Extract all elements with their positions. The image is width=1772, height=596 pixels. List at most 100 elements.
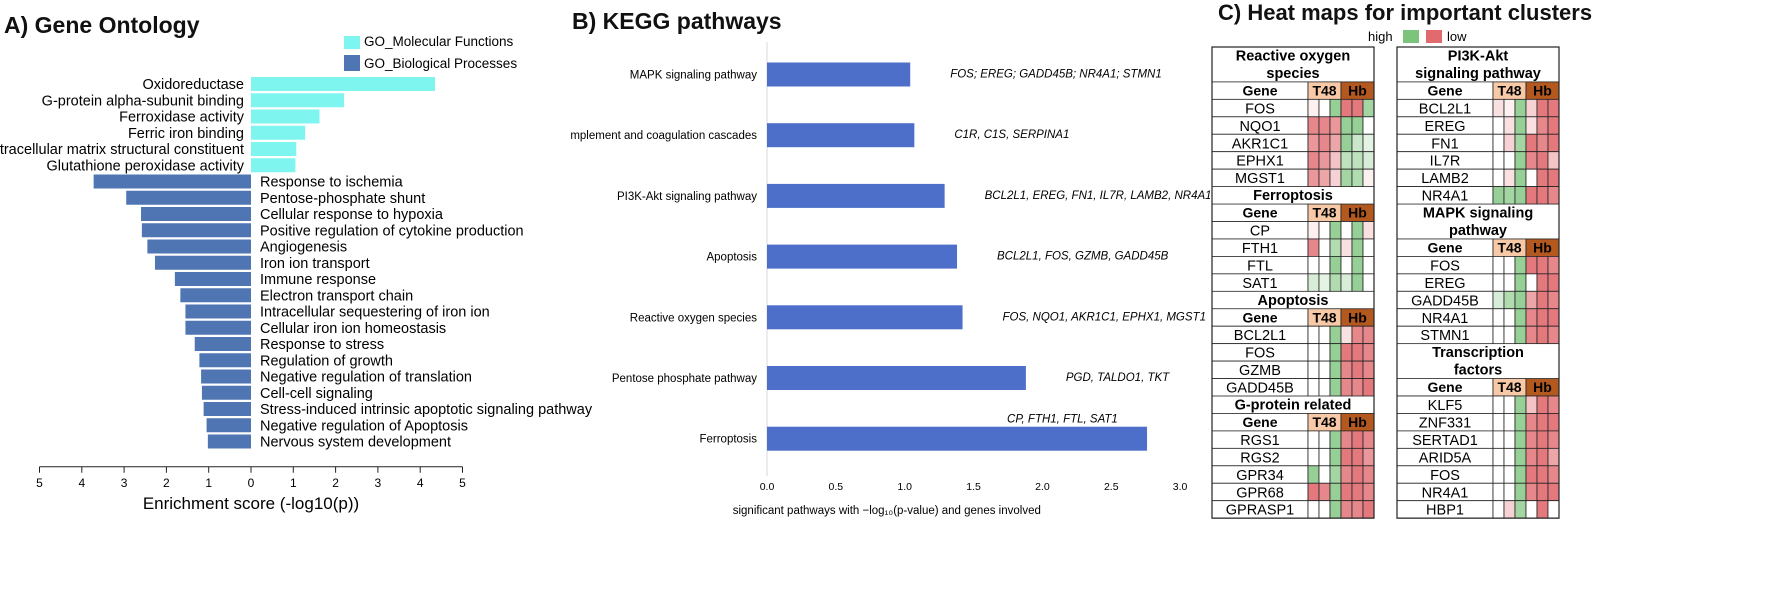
- heat-cell: [1351, 360, 1364, 379]
- header-gene: Gene: [1242, 205, 1277, 221]
- heat-cell: [1514, 116, 1527, 135]
- category-label: Cellular iron ion homeostasis: [260, 321, 446, 337]
- heat-cell: [1318, 325, 1331, 345]
- heat-cell: [1547, 98, 1560, 118]
- heat-cell: [1514, 430, 1527, 449]
- gene-label: FOS: [1430, 258, 1460, 274]
- heat-cell: [1362, 360, 1375, 379]
- heat-cell: [1514, 413, 1527, 432]
- bar-biological-process: [207, 434, 251, 449]
- heat-cell: [1362, 151, 1375, 170]
- heat-cell: [1307, 378, 1320, 397]
- heat-cell: [1318, 482, 1331, 502]
- heat-cell: [1525, 308, 1538, 327]
- header-hb: Hb: [1533, 82, 1552, 98]
- heat-cell: [1514, 255, 1527, 275]
- bar-biological-process: [180, 288, 251, 303]
- heat-cell: [1547, 116, 1560, 135]
- heat-cell: [1503, 168, 1516, 187]
- gene-label: GADD45B: [1411, 293, 1479, 309]
- bar-biological-process: [199, 353, 251, 368]
- heat-cell: [1318, 360, 1331, 379]
- bar-molecular-function: [251, 109, 320, 124]
- heat-cell: [1525, 465, 1538, 484]
- heat-cell: [1318, 151, 1331, 170]
- bar-biological-process: [203, 402, 251, 416]
- heat-cell: [1362, 447, 1375, 467]
- heat-cell: [1547, 325, 1560, 345]
- gene-label: NQO1: [1239, 119, 1280, 135]
- heat-cell: [1318, 465, 1331, 484]
- heat-cell: [1351, 168, 1364, 187]
- gene-annotation: C1R, C1S, SERPINA1: [954, 129, 1069, 141]
- heat-cell: [1340, 447, 1353, 467]
- heat-cell: [1351, 133, 1364, 153]
- category-label: G-protein alpha-subunit binding: [42, 93, 244, 109]
- category-label: Intracellular sequestering of iron ion: [260, 305, 490, 321]
- gene-label: BCL2L1: [1419, 101, 1471, 117]
- x-tick-label: 4: [417, 476, 424, 490]
- heat-cell: [1307, 168, 1320, 187]
- heat-cell: [1362, 116, 1375, 135]
- heat-cell: [1307, 482, 1320, 502]
- heat-cell: [1329, 325, 1342, 345]
- kegg-bar: [767, 366, 1026, 390]
- heat-cell: [1329, 168, 1342, 187]
- heat-cell: [1503, 500, 1516, 519]
- category-label: Negative regulation of translation: [260, 370, 472, 386]
- heat-cell: [1362, 325, 1375, 345]
- heat-cell: [1547, 430, 1560, 449]
- heat-cell: [1525, 325, 1538, 345]
- heat-cell: [1340, 133, 1353, 153]
- heat-cell: [1547, 308, 1560, 327]
- heat-cell: [1536, 465, 1549, 484]
- gene-label: CP: [1250, 224, 1270, 240]
- heat-cell: [1492, 395, 1505, 414]
- gene-label: STMN1: [1420, 328, 1469, 344]
- heat-cell: [1351, 378, 1364, 397]
- heat-cell: [1362, 482, 1375, 502]
- heat-cell: [1514, 290, 1527, 310]
- heat-cell: [1547, 395, 1560, 414]
- category-label: Complement and coagulation cascades: [570, 130, 757, 142]
- bar-molecular-function: [251, 125, 306, 140]
- category-label: Iron ion transport: [260, 256, 370, 272]
- heat-cell: [1492, 447, 1505, 467]
- gene-label: ZNF331: [1419, 415, 1471, 431]
- heat-cell: [1318, 273, 1331, 292]
- heat-cell: [1362, 98, 1375, 118]
- x-tick-label: 0.0: [760, 481, 775, 493]
- heat-cell: [1351, 151, 1364, 170]
- heat-cell: [1329, 151, 1342, 170]
- heat-cell: [1536, 290, 1549, 310]
- heat-cell: [1536, 482, 1549, 502]
- heat-cell: [1318, 500, 1331, 519]
- heat-cell: [1351, 482, 1364, 502]
- heatmap-border: [1396, 46, 1560, 519]
- category-label: MAPK signaling pathway: [630, 70, 757, 82]
- heat-cell: [1514, 133, 1527, 153]
- x-tick-label: 0.5: [829, 481, 844, 493]
- header-t48: T48: [1312, 82, 1336, 98]
- heat-cell: [1514, 465, 1527, 484]
- heat-cell: [1318, 168, 1331, 187]
- kegg-bar: [767, 62, 911, 87]
- gene-label: GADD45B: [1226, 381, 1294, 397]
- gene-label: NR4A1: [1422, 311, 1469, 327]
- heat-cell: [1492, 98, 1505, 118]
- gene-label: NR4A1: [1422, 189, 1469, 205]
- heat-cell: [1547, 413, 1560, 432]
- heat-cell: [1503, 413, 1516, 432]
- legend-swatch: [1426, 30, 1442, 43]
- heat-cell: [1340, 430, 1353, 449]
- category-label: Ferroptosis: [699, 434, 757, 446]
- heat-cell: [1492, 325, 1505, 345]
- heat-cell: [1547, 500, 1560, 519]
- gene-label: EREG: [1424, 276, 1465, 292]
- bar-biological-process: [206, 418, 251, 433]
- panel-b-title: B) KEGG pathways: [572, 8, 782, 34]
- heat-cell: [1547, 133, 1560, 153]
- heat-cell: [1514, 395, 1527, 414]
